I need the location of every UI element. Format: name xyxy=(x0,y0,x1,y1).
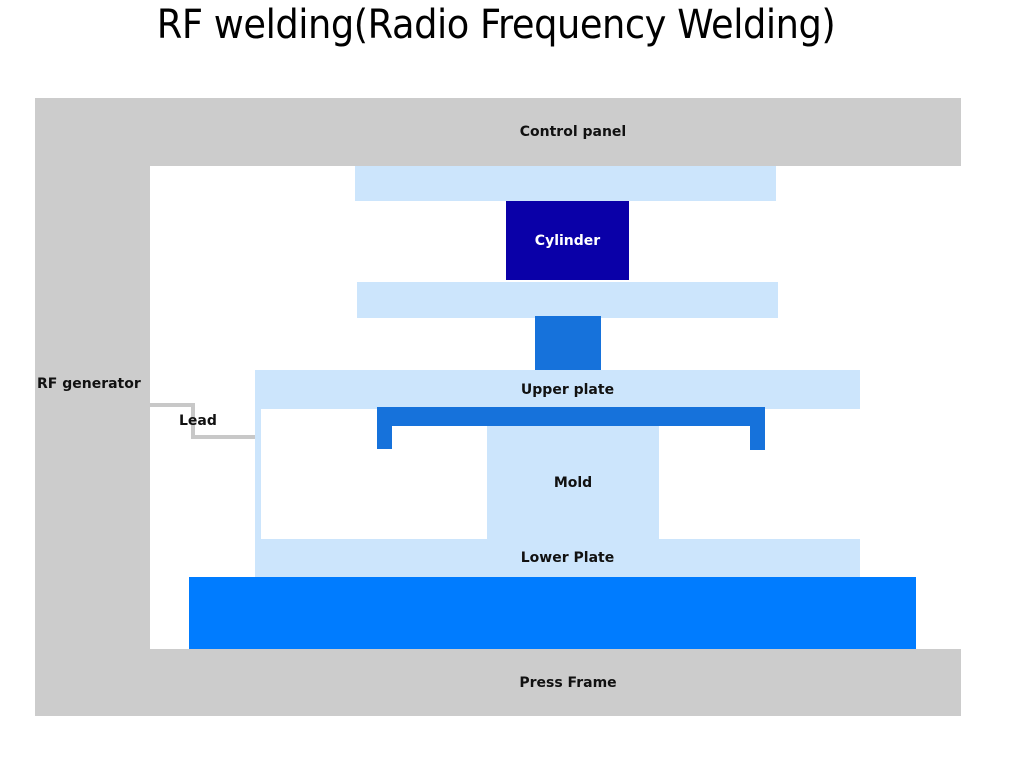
electrode-right-leg xyxy=(750,407,765,450)
press-frame-label: Press Frame xyxy=(519,674,617,691)
rf-generator-label: RF generator xyxy=(37,376,141,392)
lower-plate: Lower Plate xyxy=(255,539,860,577)
electrode-bar xyxy=(377,407,765,426)
rf-generator xyxy=(35,166,150,650)
piston-rod xyxy=(535,316,601,370)
upper-plate-side xyxy=(255,409,261,539)
electrode-left-leg xyxy=(377,407,392,449)
mold: Mold xyxy=(487,426,659,540)
upper-plate: Upper plate xyxy=(255,370,860,409)
lead-wire-segment-1 xyxy=(150,403,195,407)
upper-plate-label: Upper plate xyxy=(520,381,615,398)
lead-wire-segment-2 xyxy=(191,403,195,439)
control-panel-label: Control panel xyxy=(519,124,627,140)
top-guide-plate xyxy=(355,166,776,201)
diagram-title: RF welding(Radio Frequency Welding) xyxy=(156,2,836,48)
cylinder: Cylinder xyxy=(506,201,629,280)
lower-plate-label: Lower Plate xyxy=(520,550,615,566)
mold-label: Mold xyxy=(553,475,593,491)
press-frame: Press Frame xyxy=(35,649,961,716)
control-panel: Control panel xyxy=(35,98,961,166)
cylinder-label: Cylinder xyxy=(534,232,601,249)
lead-label: Lead xyxy=(179,413,217,429)
moving-plate xyxy=(357,282,778,318)
press-bed xyxy=(189,577,916,649)
lead-wire-segment-3 xyxy=(191,435,255,439)
